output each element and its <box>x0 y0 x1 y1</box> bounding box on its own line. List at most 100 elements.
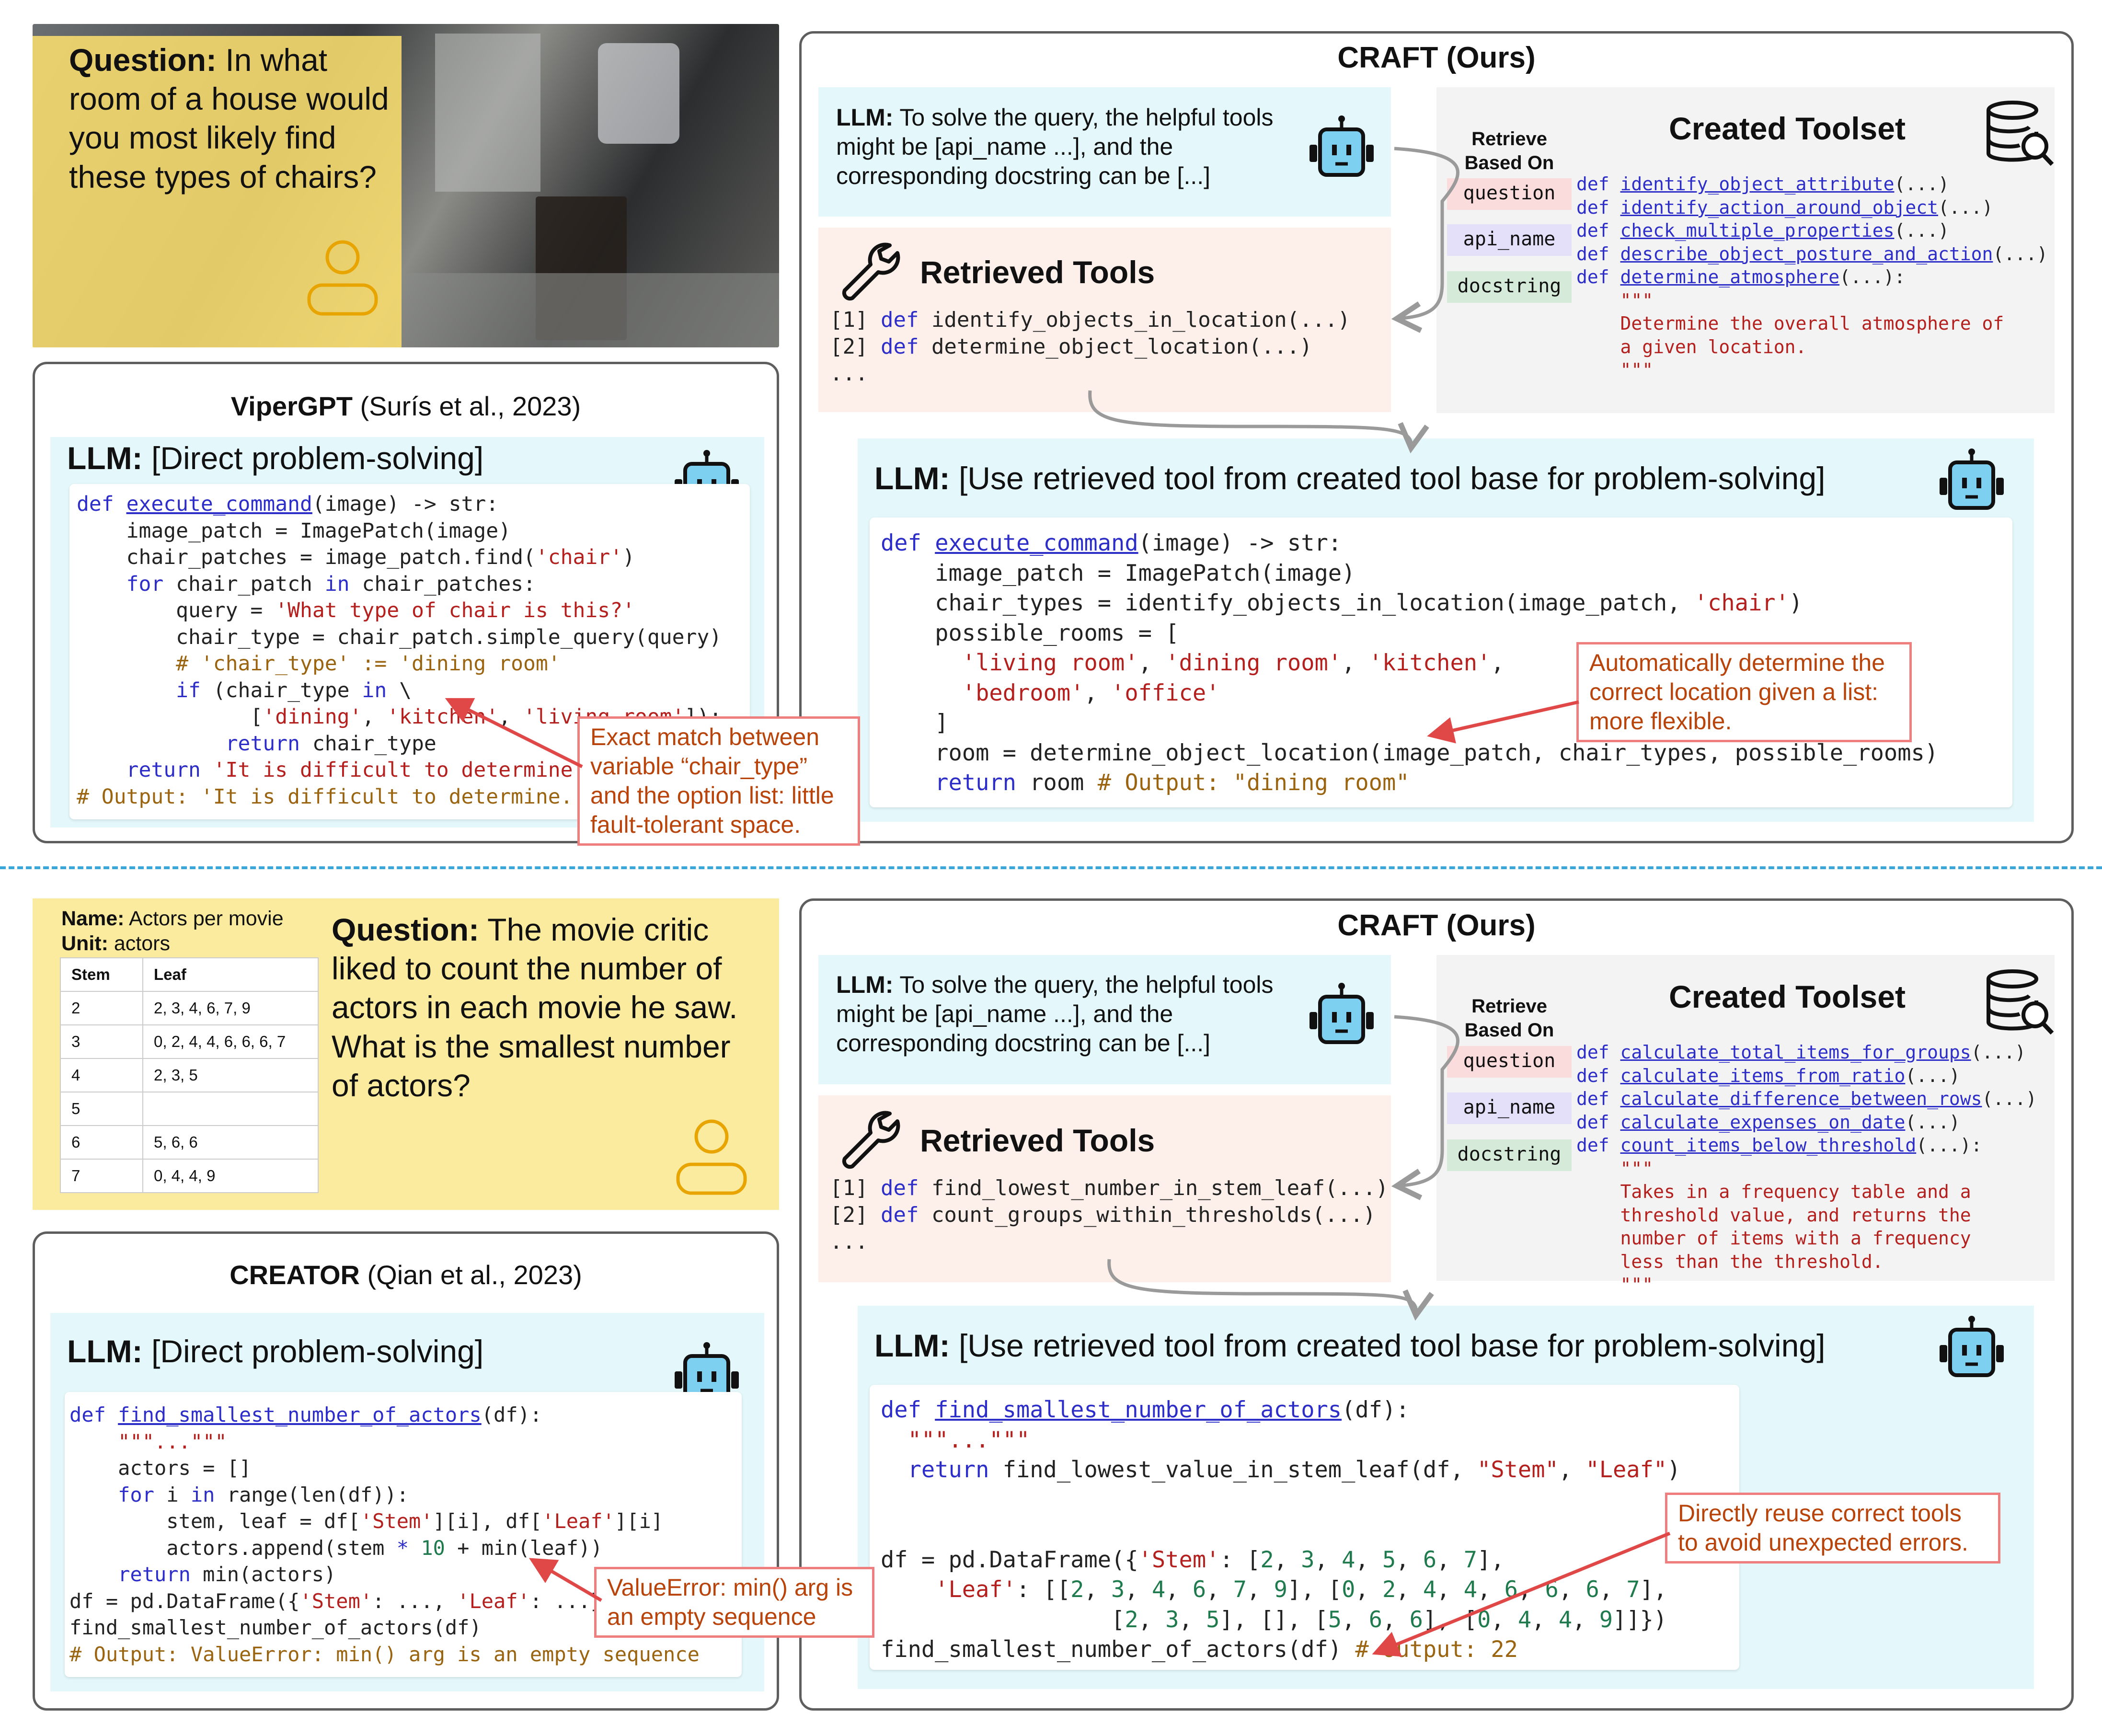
docstring-line: less than the threshold. <box>1576 1251 1884 1272</box>
table-cell: 7 <box>60 1159 143 1193</box>
annotation-arrow <box>1372 1531 1671 1657</box>
retrieved-tool: ... <box>830 1230 868 1254</box>
table-header: Stem <box>60 957 143 992</box>
craft-top-note: Automatically determine the correct loca… <box>1576 642 1912 742</box>
annotation-arrow <box>528 1558 602 1602</box>
code-line: image_patch = ImagePatch(image) <box>77 518 511 543</box>
table-meta: Name: Actors per movie Unit: actors <box>61 907 284 955</box>
bottom-user-icon <box>676 1119 747 1195</box>
craft-top-retrieve-label: Retrieve Based On <box>1464 128 1554 173</box>
wrench-icon <box>836 1108 903 1177</box>
docstring-line: Determine the overall atmosphere of <box>1576 313 2004 334</box>
code-line: find_smallest_number_of_actors(df) # Out… <box>881 1636 1518 1663</box>
bottom-question: Question: The movie critic liked to coun… <box>332 912 738 1103</box>
docstring-line: a given location. <box>1576 336 1807 357</box>
docstring-line: threshold value, and returns the <box>1576 1204 1971 1226</box>
code-line: # Output: ValueError: min() arg is an em… <box>69 1642 700 1666</box>
code-line: if (chair_type in \ <box>77 678 412 702</box>
code-line: chair_types = identify_objects_in_locati… <box>881 590 1803 616</box>
table-cell <box>142 1092 319 1126</box>
table-cell: 0, 2, 4, 4, 6, 6, 6, 7 <box>142 1024 319 1059</box>
table-row: 5 <box>60 1092 319 1126</box>
table-cell: 2, 3, 5 <box>142 1058 319 1092</box>
craft-bottom-query: LLM: To solve the query, the helpful too… <box>836 971 1274 1057</box>
code-line: def find_smallest_number_of_actors(df): <box>69 1403 542 1426</box>
table-cell: 2 <box>60 991 143 1025</box>
code-line: return chair_type <box>77 731 436 756</box>
craft-bottom-retrieved-title: Retrieved Tools <box>920 1123 1155 1158</box>
toolset-item: def check_multiple_properties(...) <box>1576 220 1949 241</box>
toolset-item: def determine_atmosphere(...): <box>1576 266 1906 287</box>
docstring-line: Takes in a frequency table and a <box>1576 1181 1971 1202</box>
retrieved-tool: [1] def find_lowest_number_in_stem_leaf(… <box>830 1176 1389 1200</box>
database-search-icon <box>1981 967 2058 1041</box>
code-line: 'bedroom', 'office' <box>881 679 1220 706</box>
photo-floor <box>397 273 779 347</box>
tag-question: question <box>1447 178 1572 210</box>
craft-bottom-code-box <box>870 1385 1739 1670</box>
top-question-box: Question: In what room of a house would … <box>33 36 402 347</box>
creator-cite: (Qian et al., 2023) <box>367 1260 582 1290</box>
vipergpt-cite: (Surís et al., 2023) <box>360 391 581 421</box>
craft-bottom-code: def find_smallest_number_of_actors(df): … <box>881 1395 1681 1665</box>
vipergpt-llm-line: LLM: [Direct problem-solving] <box>67 440 484 476</box>
table-cell: 5, 6, 6 <box>142 1125 319 1160</box>
table-cell: 0, 4, 4, 9 <box>142 1159 319 1193</box>
code-line: return find_lowest_value_in_stem_leaf(df… <box>881 1457 1681 1483</box>
tag-docstring: docstring <box>1447 271 1572 303</box>
tag-question: question <box>1447 1046 1572 1078</box>
docstring-line: """ <box>1576 289 1654 311</box>
code-line: # 'chair_type' := 'dining room' <box>77 652 561 676</box>
code-line: return min(actors) <box>69 1563 336 1586</box>
craft-top-use-line: LLM: [Use retrieved tool from created to… <box>874 460 1826 496</box>
code-line: for i in range(len(df)): <box>69 1483 409 1506</box>
flow-arrow <box>1391 1015 1459 1200</box>
creator-note: ValueError: min() arg is an empty sequen… <box>594 1567 874 1638</box>
code-line: ] <box>881 710 949 736</box>
docstring-line: number of items with a frequency <box>1576 1228 1971 1249</box>
wrench-icon <box>836 240 903 309</box>
top-question: Question: In what room of a house would … <box>69 42 389 195</box>
toolset-item: def identify_object_attribute(...) <box>1576 173 1949 195</box>
creator-name: CREATOR <box>230 1260 360 1290</box>
code-line: query = 'What type of chair is this?' <box>77 598 635 622</box>
section-separator <box>0 866 2102 869</box>
docstring-line: """ <box>1576 359 1654 380</box>
code-line: stem, leaf = df['Stem'][i], df['Leaf'][i… <box>69 1509 664 1533</box>
craft-bottom-title: CRAFT (Ours) <box>1337 909 1536 942</box>
code-line: 'Leaf': [[2, 3, 4, 6, 7, 9], [0, 2, 4, 4… <box>881 1576 1667 1603</box>
annotation-arrow <box>1427 700 1579 744</box>
code-line: def execute_command(image) -> str: <box>77 492 499 516</box>
robot-icon <box>1306 982 1378 1052</box>
creator-llm-line: LLM: [Direct problem-solving] <box>67 1334 484 1369</box>
code-line: # Output: 'It is difficult to determine.… <box>77 784 586 809</box>
table-header-row: Stem Leaf <box>60 957 319 992</box>
toolset-item: def calculate_items_from_ratio(...) <box>1576 1065 1960 1086</box>
retrieved-tool: [2] def count_groups_within_thresholds(.… <box>830 1203 1376 1227</box>
craft-top-retrieved-list: [1] def identify_objects_in_location(...… <box>830 307 1350 387</box>
retrieved-tool: [2] def determine_object_location(...) <box>830 334 1312 359</box>
database-search-icon <box>1981 98 2058 172</box>
table-cell: 4 <box>60 1058 143 1092</box>
craft-top-query: LLM: To solve the query, the helpful too… <box>836 104 1274 189</box>
code-line: df = pd.DataFrame({'Stem': [2, 3, 4, 5, … <box>881 1546 1505 1573</box>
code-line: actors = [] <box>69 1456 252 1480</box>
robot-icon <box>1936 1315 2008 1385</box>
top-user-icon <box>307 240 378 316</box>
table-cell: 3 <box>60 1024 143 1059</box>
robot-icon <box>1306 115 1378 184</box>
toolset-item: def describe_object_posture_and_action(.… <box>1576 243 2048 264</box>
craft-bottom-toolset-list: def calculate_total_items_for_groups(...… <box>1576 1041 2037 1297</box>
toolset-item: def calculate_expenses_on_date(...) <box>1576 1111 1960 1133</box>
flow-arrow <box>1391 147 1459 333</box>
craft-bottom-use-line: LLM: [Use retrieved tool from created to… <box>874 1328 1826 1363</box>
craft-bottom-toolset-title: Created Toolset <box>1669 979 1906 1014</box>
creator-heading: CREATOR (Qian et al., 2023) <box>33 1259 779 1290</box>
docstring-line: """ <box>1576 1274 1654 1295</box>
photo-window <box>435 34 540 192</box>
